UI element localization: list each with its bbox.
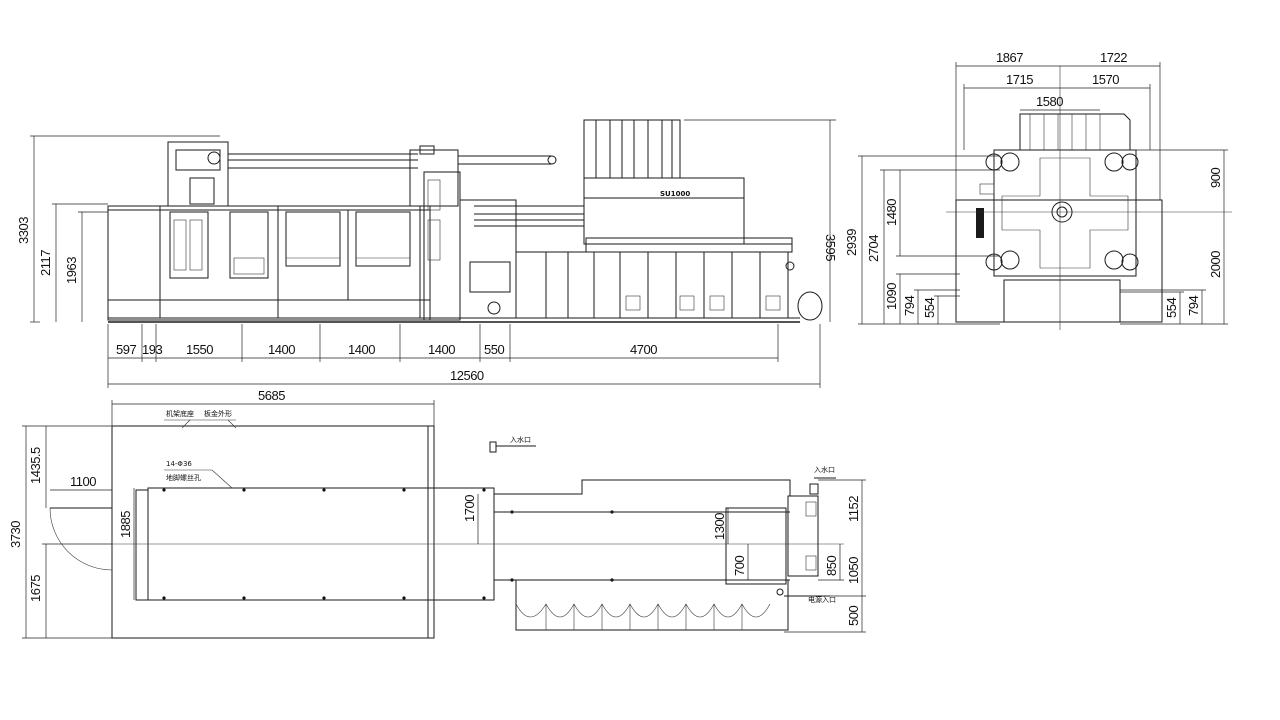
- seg-1550: 1550: [186, 342, 213, 357]
- seg-4700: 4700: [630, 342, 657, 357]
- frame-label: 机架底座: [166, 409, 194, 418]
- injection-depth-1700: 1700: [462, 495, 477, 522]
- seg-550: 550: [484, 342, 504, 357]
- height-554-right: 554: [1164, 298, 1179, 318]
- door-width-1100: 1100: [70, 474, 96, 489]
- side-view: SU1000 3303 2117 1963 3595 597 193 1550 …: [16, 119, 838, 388]
- power-inlet-label: 电源入口: [808, 595, 836, 604]
- seg-1400-b: 1400: [348, 342, 375, 357]
- seg-1400-a: 1400: [268, 342, 295, 357]
- width-1722: 1722: [1100, 50, 1127, 65]
- height-3595: 3595: [823, 234, 838, 261]
- seg-597: 597: [116, 342, 136, 357]
- dim-700: 700: [732, 556, 747, 576]
- height-794-left: 794: [902, 296, 917, 316]
- cover-label: 板金外形: [204, 409, 232, 418]
- dim-1300: 1300: [712, 513, 727, 540]
- height-1963: 1963: [64, 257, 79, 284]
- water-inlet-1-label: 入水口: [510, 435, 531, 444]
- dim-1050: 1050: [846, 557, 861, 584]
- width-5685: 5685: [258, 388, 285, 403]
- height-1480: 1480: [884, 199, 899, 226]
- dim-850: 850: [824, 556, 839, 576]
- height-3303: 3303: [16, 217, 31, 244]
- seg-1400-c: 1400: [428, 342, 455, 357]
- height-2704: 2704: [866, 235, 881, 262]
- height-794-right: 794: [1186, 296, 1201, 316]
- height-2117: 2117: [38, 250, 53, 276]
- width-1867: 1867: [996, 50, 1023, 65]
- end-view: 1867 1722 1715 1570 1580 2939 2704 1480 …: [844, 50, 1232, 330]
- model-label: SU1000: [660, 190, 690, 198]
- width-1715: 1715: [1006, 72, 1033, 87]
- seg-193: 193: [142, 342, 162, 357]
- depth-1435-5: 1435.5: [28, 447, 43, 484]
- depth-1675: 1675: [28, 575, 43, 602]
- anchor-label: 地脚螺丝孔: [166, 473, 201, 482]
- plan-view: 入水口 入水口 电源入口 机架底座 板金外形 14-Φ36 地脚螺丝孔 5685…: [8, 388, 866, 639]
- dim-500: 500: [846, 606, 861, 626]
- height-2000: 2000: [1208, 251, 1223, 278]
- dim-1152: 1152: [846, 496, 861, 522]
- width-1580: 1580: [1036, 94, 1063, 109]
- water-inlet-2-label: 入水口: [814, 465, 835, 474]
- height-900: 900: [1208, 168, 1223, 188]
- height-554-left: 554: [922, 298, 937, 318]
- height-1090: 1090: [884, 283, 899, 310]
- depth-3730: 3730: [8, 521, 23, 548]
- width-1570: 1570: [1092, 72, 1119, 87]
- frame-depth-1885: 1885: [118, 511, 133, 538]
- height-2939: 2939: [844, 229, 859, 256]
- holes-label: 14-Φ36: [166, 460, 192, 468]
- total-12560: 12560: [450, 368, 484, 383]
